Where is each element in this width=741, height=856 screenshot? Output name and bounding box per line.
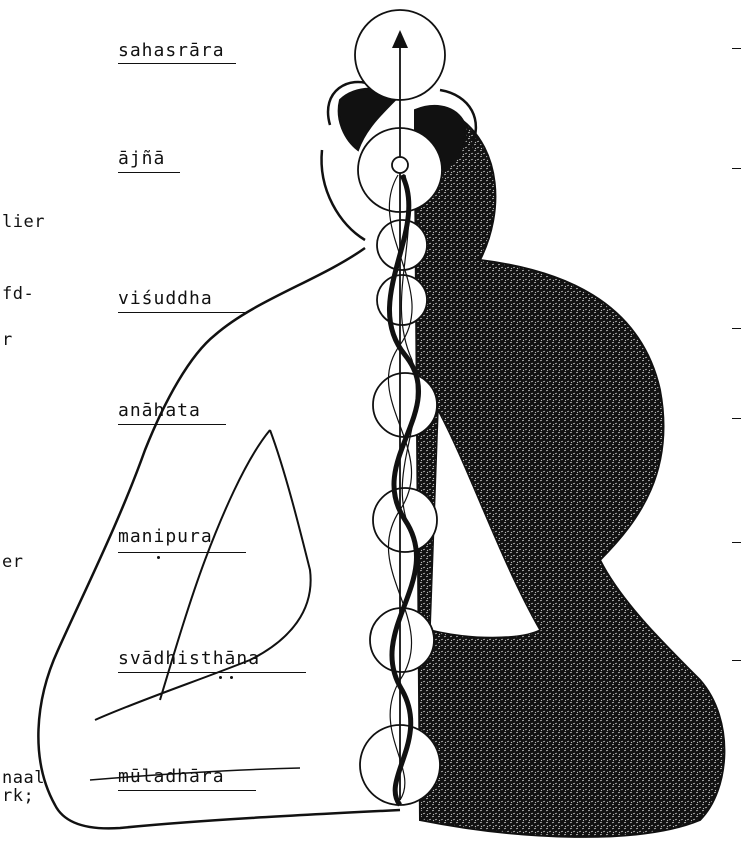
- underline-ajna: [118, 172, 180, 173]
- chakra-label-sahasrara: sahasrāra: [118, 40, 225, 62]
- left-shoulder-outline: [38, 248, 400, 828]
- underline-vishuddha: [118, 312, 246, 313]
- margin-text-naal: naal: [2, 768, 45, 788]
- chakra-label-anahata: anāhata: [118, 400, 201, 422]
- right-tick-1: [732, 48, 741, 49]
- chakra-label-svadhisthana: svādhisthāna: [118, 648, 260, 670]
- svadhisthana-dot-2: [230, 676, 233, 679]
- margin-text-r: r: [2, 330, 13, 350]
- right-tick-3: [732, 328, 741, 329]
- underline-svadhisthana: [118, 672, 306, 673]
- ajna-node: [392, 157, 408, 173]
- margin-text-fd: fd-: [2, 284, 34, 304]
- underline-muladhara: [118, 790, 256, 791]
- chakra-label-ajna: ājñā: [118, 148, 165, 170]
- left-inner-arm: [95, 430, 311, 720]
- chakra-label-manipura: manipura: [118, 526, 213, 548]
- chakra-circle-anahata: [373, 373, 437, 437]
- chakra-label-vishuddha: viśuddha: [118, 288, 213, 310]
- chakra-label-muladhara: mūladhāra: [118, 766, 225, 788]
- margin-text-er: er: [2, 552, 23, 572]
- underline-anahata: [118, 424, 226, 425]
- underline-manipura: [118, 552, 246, 553]
- right-tick-5: [732, 542, 741, 543]
- right-tick-2: [732, 168, 741, 169]
- right-tick-4: [732, 418, 741, 419]
- manipura-dot: [157, 556, 160, 559]
- right-tick-6: [732, 660, 741, 661]
- svadhisthana-dot-1: [219, 676, 222, 679]
- margin-text-lier: lier: [2, 212, 45, 232]
- underline-sahasrara: [118, 63, 236, 64]
- margin-text-rk: rk;: [2, 786, 34, 806]
